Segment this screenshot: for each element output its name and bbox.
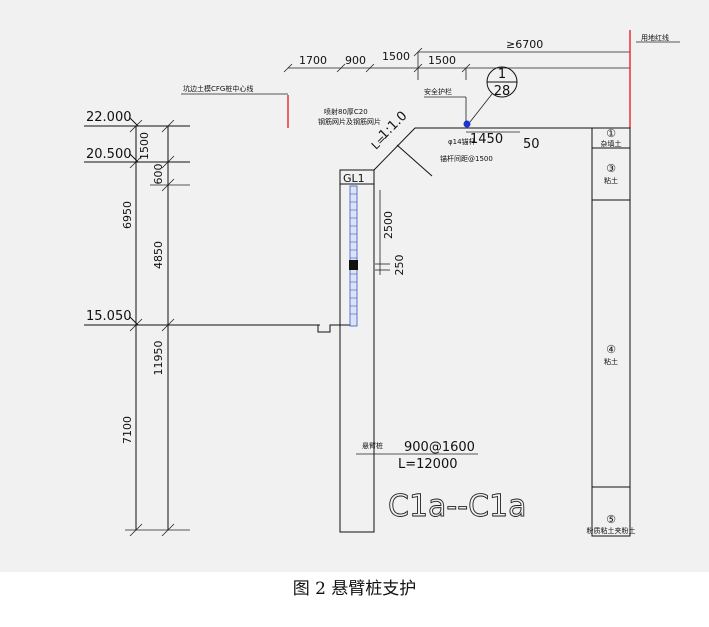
dim-1500: 1500 bbox=[138, 132, 151, 160]
soil-layer-1-number: ① bbox=[606, 127, 616, 140]
pit-floor bbox=[190, 324, 356, 333]
dim-250: 250 bbox=[393, 255, 406, 276]
dim-600: 600 bbox=[152, 164, 165, 185]
pile-type-label: 悬臂桩 bbox=[362, 441, 383, 450]
elevation-bottom-label: 15.050 bbox=[86, 309, 132, 324]
cfg-centerline-label: 坑边土模CFG桩中心线 bbox=[183, 84, 253, 93]
dim-4850: 4850 bbox=[152, 241, 165, 269]
figure-caption: 图 2 悬臂桩支护 bbox=[292, 579, 417, 599]
dim-6700: ≥6700 bbox=[506, 38, 543, 51]
elevation-top-label: 22.000 bbox=[86, 110, 132, 125]
section-title: C1a--C1a bbox=[388, 489, 527, 524]
annotations: 坑边土模CFG桩中心线 喷射80厚C20 钢筋网片及钢筋网片 安全护栏 φ14锚… bbox=[181, 33, 680, 524]
anchor-label: φ14锚杆 bbox=[448, 137, 476, 146]
soil-layer-3-name: 粘土 bbox=[604, 357, 618, 366]
dim-1500-b: 1500 bbox=[428, 54, 456, 67]
guardrail-label: 安全护栏 bbox=[424, 87, 452, 96]
dim-2500: 2500 bbox=[382, 211, 395, 239]
soil-layer-1-name: 杂填土 bbox=[601, 139, 622, 148]
dim-11950: 11950 bbox=[152, 341, 165, 376]
guardrail-post bbox=[463, 120, 471, 128]
red-line-label: 用地红线 bbox=[641, 33, 669, 42]
drawing-canvas: 22.000 20.500 15.050 1500 600 6950 4850 … bbox=[0, 0, 709, 572]
soil-layer-4-name: 粉质粘土夹粉土 bbox=[587, 526, 636, 535]
anchor-spacing-label: 锚杆间距@1500 bbox=[440, 154, 493, 163]
beam-label: GL1 bbox=[343, 172, 365, 185]
soil-layer-2-number: ③ bbox=[606, 162, 616, 175]
soil-layer-4-number: ⑤ bbox=[606, 513, 616, 526]
shotcrete-label: 喷射80厚C20 bbox=[324, 107, 368, 116]
top-dimensions: 1700 900 1500 1500 ≥6700 1450 50 bbox=[283, 38, 630, 152]
soil-column: ① 杂填土 ③ 粘土 ④ 粘土 ⑤ 粉质粘土夹粉土 bbox=[587, 127, 636, 537]
crown-beam bbox=[339, 169, 375, 185]
vertical-dimensions: 1500 600 6950 4850 11950 7100 bbox=[121, 119, 190, 537]
dim-1450: 1450 bbox=[470, 132, 503, 147]
cantilever-pile: GL1 2500 250 bbox=[339, 169, 406, 533]
soil-layer-2-name: 粘土 bbox=[604, 176, 618, 185]
soil-layer-3-number: ④ bbox=[606, 343, 616, 356]
dim-6950: 6950 bbox=[121, 201, 134, 229]
detail-ref-number: 1 bbox=[498, 67, 506, 82]
detail-reference: 1 28 bbox=[469, 66, 518, 123]
mesh-label: 钢筋网片及钢筋网片 bbox=[318, 117, 381, 126]
pile-length-label: L=12000 bbox=[398, 457, 458, 472]
dim-900: 900 bbox=[345, 54, 366, 67]
pile-spec-label: 900@1600 bbox=[404, 440, 475, 455]
elevation-mid-label: 20.500 bbox=[86, 147, 132, 162]
elevation-marker-mid: 20.500 bbox=[84, 147, 190, 163]
dim-1700: 1700 bbox=[299, 54, 327, 67]
elevation-marker-bottom: 15.050 bbox=[84, 309, 320, 326]
dim-1500-a: 1500 bbox=[382, 50, 410, 63]
dim-7100: 7100 bbox=[121, 416, 134, 444]
elevation-marker-top: 22.000 bbox=[84, 110, 190, 127]
cad-section-drawing: 22.000 20.500 15.050 1500 600 6950 4850 … bbox=[84, 30, 680, 537]
dim-50: 50 bbox=[523, 137, 540, 152]
anchor-rod bbox=[396, 144, 433, 177]
detail-ref-sheet: 28 bbox=[494, 84, 511, 99]
